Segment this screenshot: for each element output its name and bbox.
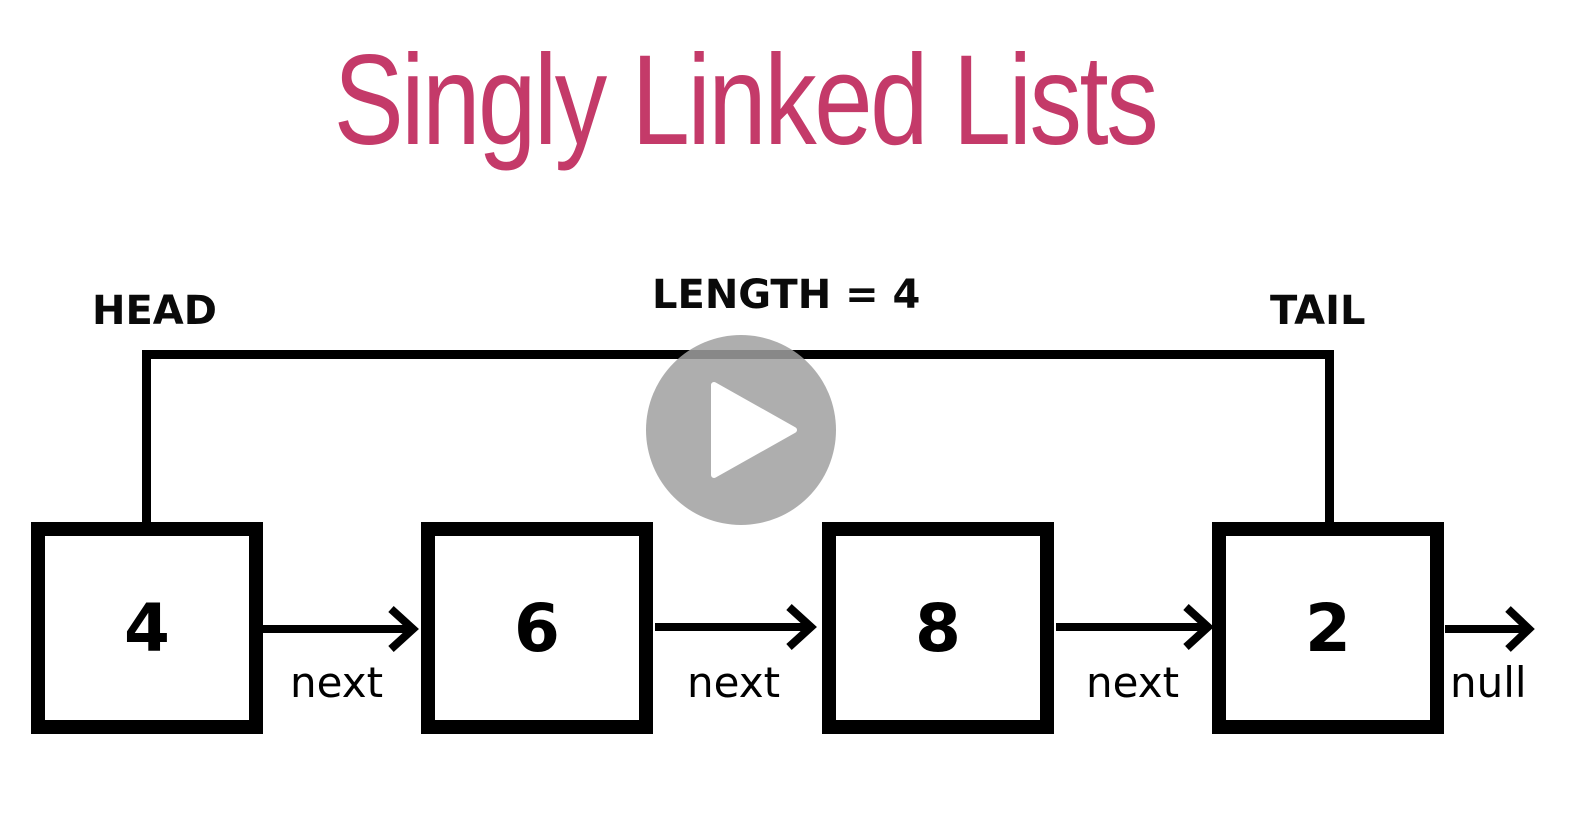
- play-button[interactable]: [646, 335, 836, 525]
- list-node-2: 6: [421, 522, 653, 734]
- list-node-4: 2: [1212, 522, 1444, 734]
- null-label: null: [1450, 658, 1527, 707]
- tail-label: TAIL: [1270, 288, 1366, 334]
- next-label-3: next: [1086, 658, 1180, 707]
- next-label-2: next: [687, 658, 781, 707]
- next-arrow-1: [263, 606, 419, 652]
- page-title: Singly Linked Lists: [333, 29, 1159, 172]
- head-connector: [142, 350, 151, 522]
- next-label-1: next: [290, 658, 384, 707]
- list-node-3: 8: [822, 522, 1054, 734]
- list-node-1: 4: [31, 522, 263, 734]
- null-arrow: [1445, 606, 1535, 652]
- play-icon: [711, 382, 797, 478]
- next-arrow-2: [655, 604, 817, 650]
- head-label: HEAD: [92, 288, 217, 334]
- next-arrow-3: [1056, 604, 1214, 650]
- length-label: LENGTH = 4: [652, 272, 921, 318]
- tail-connector: [1325, 350, 1334, 522]
